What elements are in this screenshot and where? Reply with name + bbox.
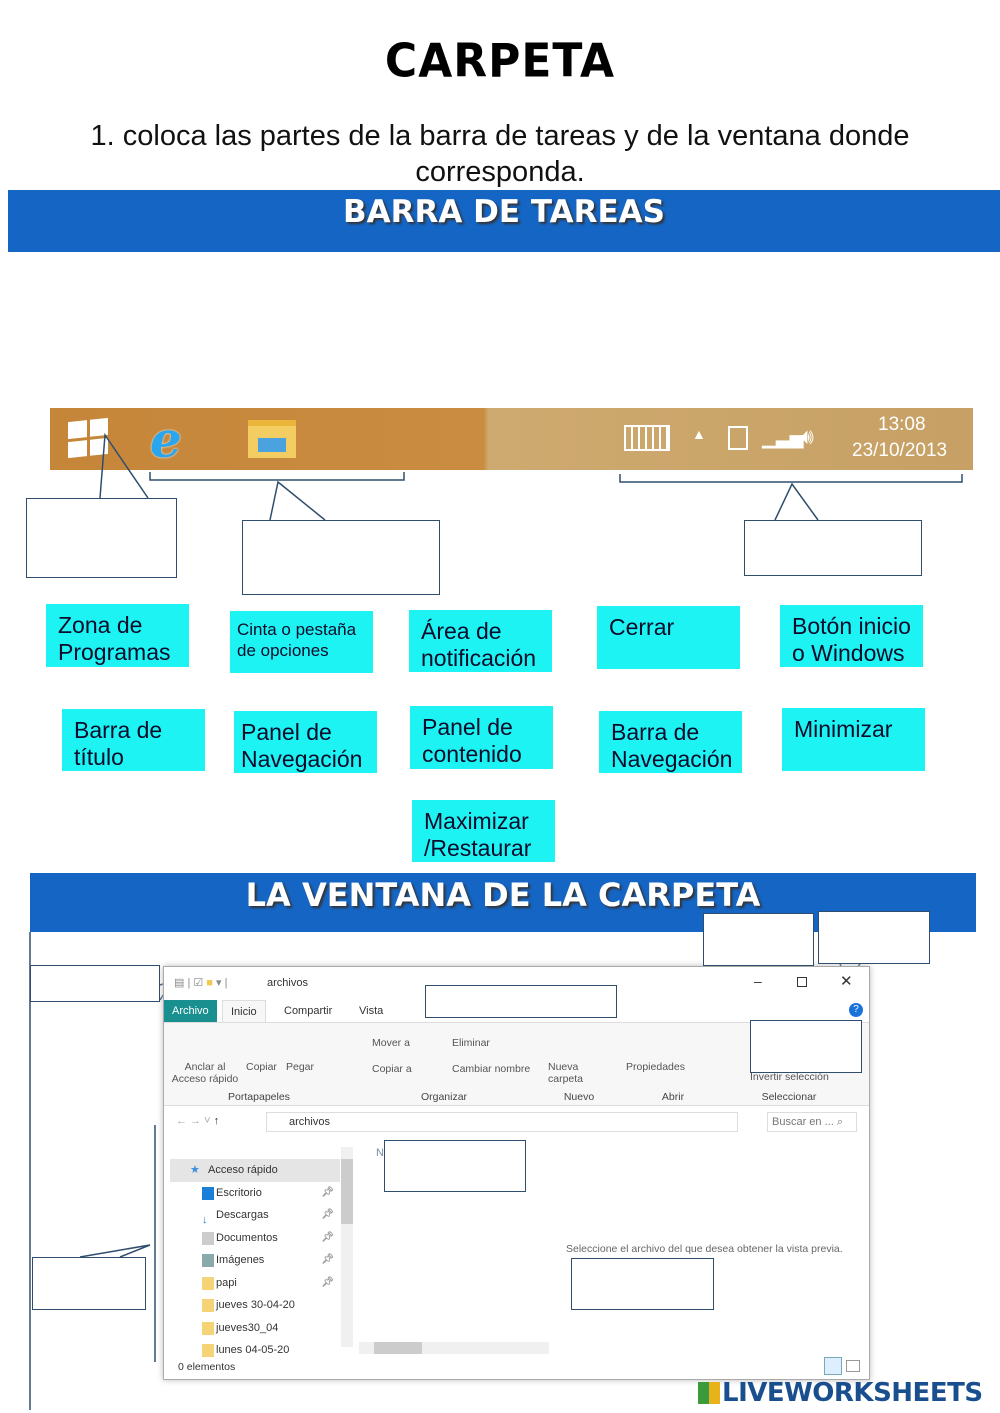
answer-box-content[interactable]: [571, 1258, 714, 1310]
nav-item[interactable]: lunes 04-05-20: [170, 1339, 340, 1362]
move-button[interactable]: Mover a: [372, 1037, 410, 1049]
close-button[interactable]: ✕: [840, 973, 853, 990]
nav-item[interactable]: papi📌︎: [170, 1272, 340, 1295]
clock-date: 23/10/2013: [852, 440, 948, 461]
navigation-pane: ★Acceso rápido Escritorio📌︎ ↓Descargas📌︎…: [170, 1159, 340, 1362]
search-placeholder: Buscar en ...: [772, 1116, 834, 1128]
nav-item[interactable]: ↓Descargas📌︎: [202, 1209, 334, 1226]
label-cinta[interactable]: Cinta o pestaña de opciones: [230, 611, 373, 673]
new-folder-button[interactable]: Nueva carpeta: [548, 1061, 584, 1085]
nav-item[interactable]: Documentos📌︎: [170, 1227, 340, 1250]
properties-button[interactable]: Propiedades: [626, 1061, 685, 1073]
tab-archivo[interactable]: Archivo: [164, 1000, 217, 1022]
answer-box-maximize[interactable]: [750, 1020, 862, 1073]
help-icon[interactable]: ?: [849, 1003, 863, 1017]
preview-text: Seleccione el archivo del que desea obte…: [566, 1243, 843, 1255]
chevron-up-icon: ▲: [692, 426, 706, 442]
delete-button[interactable]: Eliminar: [452, 1037, 490, 1049]
minimize-button[interactable]: –: [754, 973, 762, 989]
content-scrollbar[interactable]: [359, 1342, 549, 1354]
status-text: 0 elementos: [178, 1361, 236, 1373]
liveworksheets-logo: LIVEWORKSHEETS: [698, 1378, 983, 1408]
label-zona-programas[interactable]: Zona de Programas: [46, 604, 189, 667]
group-seleccionar: Seleccionar: [761, 1091, 817, 1103]
answer-box-ribbon[interactable]: [425, 985, 617, 1018]
copyto-button[interactable]: Copiar a: [372, 1063, 412, 1075]
nav-arrows[interactable]: ← → ˅ ↑: [176, 1115, 220, 1127]
invert-selection-button[interactable]: Invertir selección: [750, 1071, 829, 1083]
tab-vista[interactable]: Vista: [359, 1005, 384, 1017]
nav-item[interactable]: jueves 30-04-20: [170, 1294, 340, 1317]
label-boton-inicio[interactable]: Botón inicio o Windows: [780, 605, 923, 667]
window-title: archivos: [267, 977, 308, 989]
search-box[interactable]: Buscar en ... ⌕: [767, 1112, 857, 1132]
label-maximizar[interactable]: Maximizar /Restaurar: [412, 800, 555, 862]
copy-button[interactable]: Copiar: [246, 1061, 277, 1073]
nav-scrollbar[interactable]: [341, 1147, 353, 1347]
answer-box-address[interactable]: [384, 1140, 526, 1192]
keyboard-icon: [624, 425, 670, 451]
label-panel-contenido[interactable]: Panel de contenido: [410, 706, 553, 769]
group-organizar: Organizar: [420, 1091, 468, 1103]
column-header: N: [376, 1147, 384, 1159]
paste-button[interactable]: Pegar: [286, 1061, 315, 1073]
section-banner-taskbar: BARRA DE TAREAS: [8, 190, 1000, 252]
internet-explorer-icon: e: [150, 410, 182, 469]
tab-inicio[interactable]: Inicio: [222, 1000, 266, 1022]
answer-box-start[interactable]: [26, 498, 177, 578]
answer-box-notification[interactable]: [744, 520, 922, 576]
nav-item[interactable]: jueves30_04: [170, 1317, 340, 1340]
group-abrir: Abrir: [661, 1091, 685, 1103]
battery-icon: [728, 426, 748, 450]
label-cerrar[interactable]: Cerrar: [597, 606, 740, 669]
tab-compartir[interactable]: Compartir: [284, 1005, 333, 1017]
address-bar[interactable]: archivos: [266, 1112, 738, 1132]
file-explorer-icon: [248, 420, 296, 458]
group-portapapeles: Portapapeles: [228, 1091, 290, 1103]
ribbon-tabs: Archivo Inicio Compartir Vista ?: [164, 1000, 869, 1022]
section-banner-window: LA VENTANA DE LA CARPETA: [30, 873, 976, 932]
nav-item[interactable]: Imágenes📌︎: [170, 1249, 340, 1272]
label-area-notificacion[interactable]: Área de notificación: [409, 610, 552, 672]
answer-box-navpane[interactable]: [32, 1257, 146, 1310]
details-view-icon[interactable]: [824, 1357, 842, 1375]
answer-box-close[interactable]: [818, 911, 930, 964]
label-minimizar[interactable]: Minimizar: [782, 708, 925, 771]
answer-box-minimize[interactable]: [703, 913, 814, 966]
clock-time: 13:08: [878, 414, 926, 435]
page-title: CARPETA: [384, 34, 616, 89]
nav-item[interactable]: Escritorio📌︎: [170, 1182, 340, 1205]
volume-icon: 🔊︎: [800, 424, 814, 449]
maximize-button[interactable]: [797, 977, 807, 987]
large-icons-view-icon[interactable]: [846, 1360, 860, 1372]
instruction: 1. coloca las partes de la barra de tare…: [90, 120, 910, 188]
label-barra-navegacion[interactable]: Barra de Navegación: [599, 711, 742, 773]
rename-button[interactable]: Cambiar nombre: [452, 1063, 531, 1075]
group-nuevo: Nuevo: [563, 1091, 595, 1103]
taskbar-image: e ▲ ▁▃▅ 🔊︎ 13:08 23/10/2013: [50, 408, 973, 470]
signal-icon: ▁▃▅: [762, 428, 804, 448]
label-barra-titulo[interactable]: Barra de título: [62, 709, 205, 771]
address-text: archivos: [289, 1116, 330, 1128]
answer-box-programs[interactable]: [242, 520, 440, 595]
nav-item[interactable]: ★Acceso rápido: [170, 1159, 340, 1182]
label-panel-navegacion[interactable]: Panel de Navegación: [234, 711, 377, 773]
quick-access-toolbar: ▤ | ☑ ■ ▾ |: [174, 977, 228, 989]
answer-box-titlebar[interactable]: [30, 965, 160, 1002]
pin-button[interactable]: Anclar al Acceso rápido: [171, 1061, 239, 1085]
